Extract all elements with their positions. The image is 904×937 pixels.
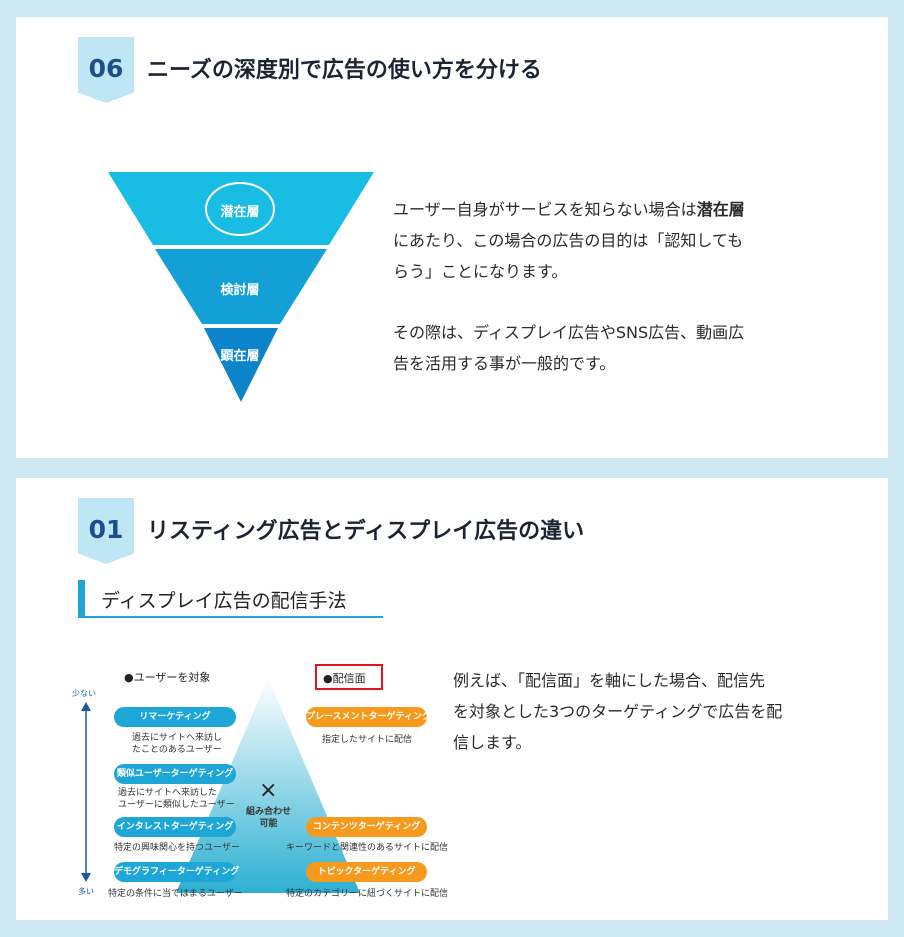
funnel-level-middle bbox=[155, 249, 327, 324]
desc-demographic: 特定の条件に当てはまるユーザー bbox=[108, 889, 243, 899]
desc-remarketing: 過去にサイトへ来訪し たことのあるユーザー bbox=[132, 733, 223, 755]
pill-demographic: デモグラフィーターゲティング bbox=[114, 862, 239, 882]
pill-placement: プレースメントターゲティング bbox=[306, 707, 431, 727]
combine-text: 組み合わせ 可能 bbox=[246, 807, 292, 829]
section-number: 06 bbox=[88, 54, 124, 83]
desc-placement: 指定したサイトに配信 bbox=[322, 735, 413, 745]
funnel-label-manifest: 顕在層 bbox=[220, 349, 260, 364]
header-placement: ●配信面 bbox=[323, 672, 366, 685]
paragraph-placement-example: 例えば、「配信面」を軸にした場合、配信先 を対象とした3つのターゲティングで広告… bbox=[453, 671, 783, 752]
pill-remarketing: リマーケティング bbox=[114, 707, 236, 727]
paragraph-latent-post: にあたり、この場合の広告の目的は「認知しても らう」ことになります。 bbox=[393, 231, 744, 281]
pill-topic: トピックターゲティング bbox=[306, 862, 427, 882]
paragraph-latent: ユーザー自身がサービスを知らない場合は潜在層 にあたり、この場合の広告の目的は「… bbox=[393, 194, 793, 287]
targeting-pyramid bbox=[176, 678, 360, 893]
pill-content: コンテンツターゲティング bbox=[306, 817, 427, 837]
subheading: ディスプレイ広告の配信手法 bbox=[78, 580, 383, 618]
subheading-text: ディスプレイ広告の配信手法 bbox=[101, 590, 347, 612]
desc-content: キーワードと関連性のあるサイトに配信 bbox=[286, 843, 449, 853]
section-card-listing-vs-display: 01 リスティング広告とディスプレイ広告の違い ディスプレイ広告の配信手法 少な… bbox=[16, 478, 888, 920]
combine-mark: × bbox=[259, 778, 278, 803]
desc-similar-users: 過去にサイトへ来訪した ユーザーに類似したユーザー bbox=[118, 788, 235, 810]
section-title: ニーズの深度別で広告の使い方を分ける bbox=[147, 58, 542, 83]
funnel-label-latent: 潜在層 bbox=[220, 205, 260, 220]
section-title: リスティング広告とディスプレイ広告の違い bbox=[147, 519, 585, 544]
pill-similar-users: 類似ユーザーターゲティング bbox=[114, 764, 236, 784]
paragraph-latent-pre: ユーザー自身がサービスを知らない場合は bbox=[393, 200, 697, 219]
section-number-badge: 06 bbox=[78, 37, 134, 103]
highlight-oval bbox=[205, 182, 275, 236]
axis-arrow bbox=[81, 702, 91, 882]
funnel-label-consideration: 検討層 bbox=[220, 283, 260, 298]
desc-topic: 特定のカテゴリーに紐づくサイトに配信 bbox=[286, 889, 449, 899]
section-number-badge: 01 bbox=[78, 498, 134, 564]
section-number: 01 bbox=[88, 515, 124, 544]
pill-interest: インタレストターゲティング bbox=[114, 817, 236, 837]
axis-label-few: 少ない bbox=[72, 689, 96, 698]
paragraph-latent-bold: 潜在層 bbox=[696, 200, 745, 219]
desc-interest: 特定の興味関心を持つユーザー bbox=[114, 843, 240, 853]
header-user-targeting: ●ユーザーを対象 bbox=[124, 671, 211, 684]
paragraph-ad-types: その際は、ディスプレイ広告やSNS広告、動画広 告を活用する事が一般的です。 bbox=[393, 323, 745, 373]
axis-label-many: 多い bbox=[78, 887, 94, 896]
section-card-needs-depth: 06 ニーズの深度別で広告の使い方を分ける 潜在層 検討層 顕在層 ユーザー自身… bbox=[16, 17, 888, 458]
header-placement-box: ●配信面 bbox=[315, 664, 383, 690]
funnel-level-bottom bbox=[204, 328, 278, 402]
